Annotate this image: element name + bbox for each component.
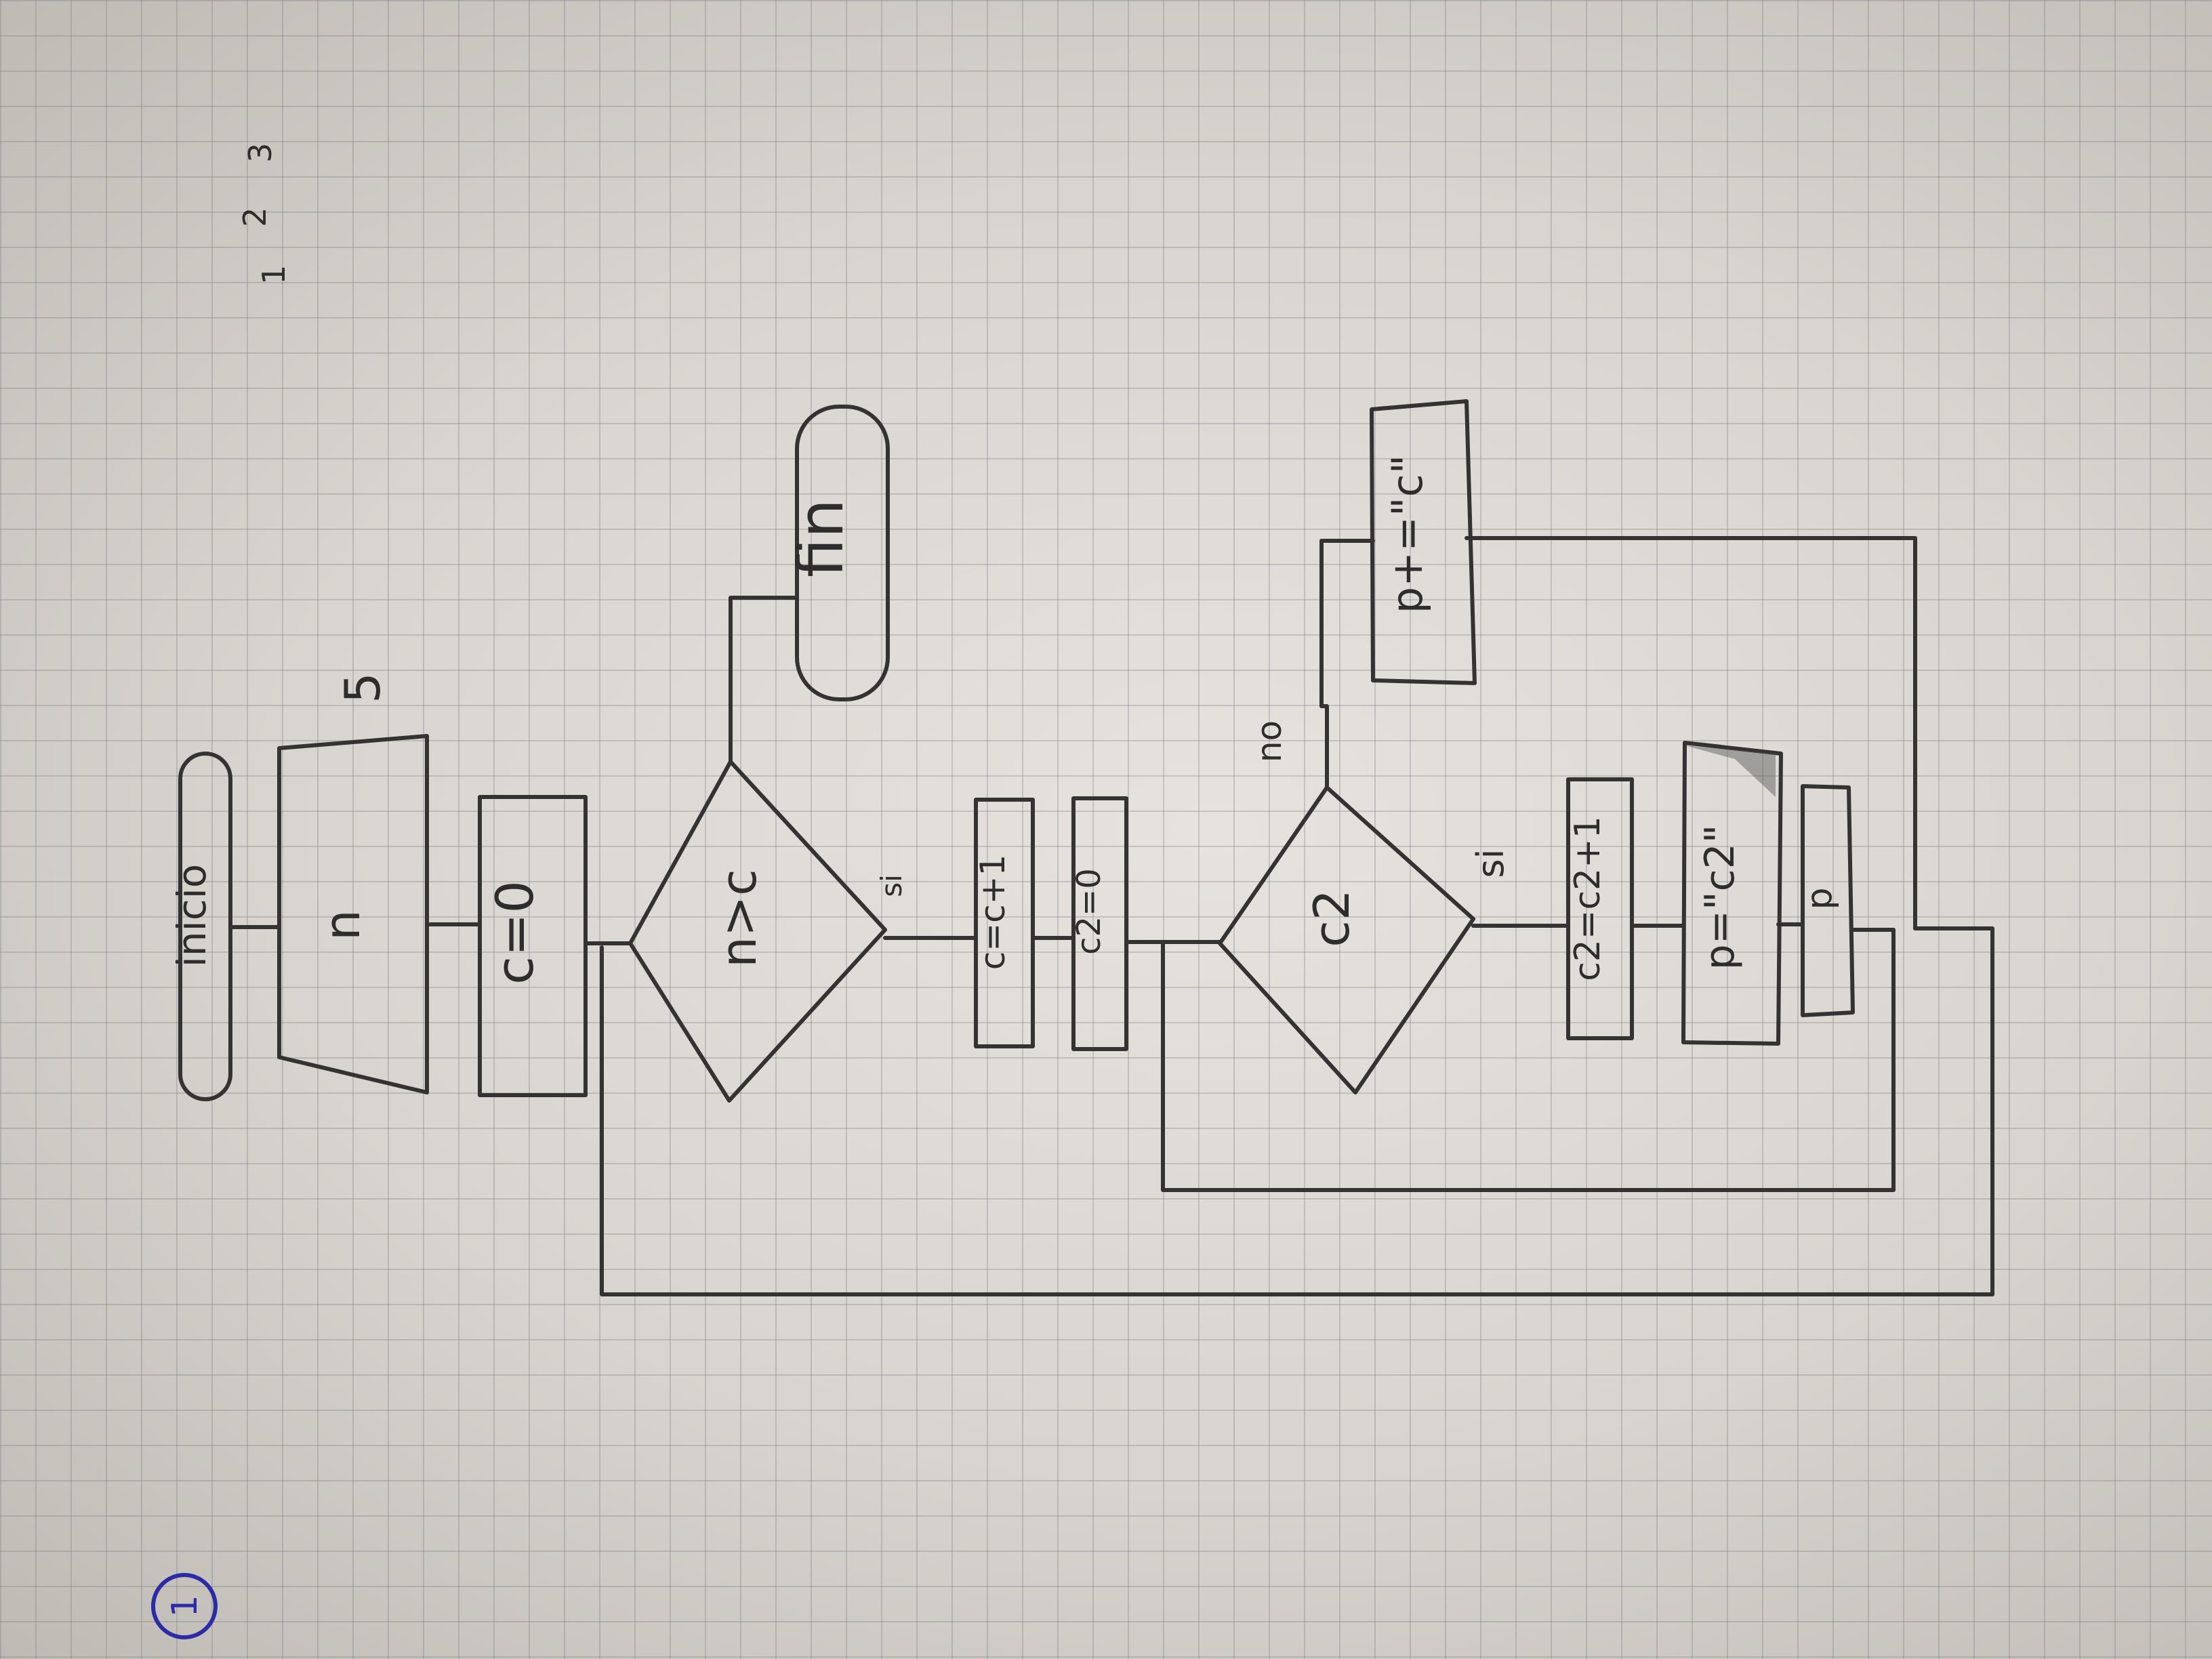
output-c2-node: p="c2": [1681, 741, 1783, 1046]
corner-note: 1 2 3: [237, 143, 292, 285]
fin-label: fin: [785, 499, 857, 577]
input-n-note: 5: [334, 672, 391, 703]
decision-c2-shape: [1218, 785, 1475, 1094]
output-c2-label: p="c2": [1696, 825, 1744, 970]
fin-terminal: fin: [785, 405, 890, 701]
input-n-shape: [277, 734, 429, 1094]
increment-c-node: c=c+1: [973, 798, 1035, 1048]
inicio-label: inicio: [169, 864, 215, 967]
decision-main-yes-label: si: [875, 874, 908, 897]
corner-note-3: 3: [242, 143, 279, 163]
reset-c2-label: c2=0: [1070, 868, 1108, 955]
output-p-shape: [1370, 399, 1477, 685]
decision-main-shape: [628, 760, 887, 1103]
fin-shape: [795, 405, 890, 701]
page-number-circle: [151, 1573, 218, 1639]
output-p-node: p+="c": [1370, 399, 1477, 685]
edge-outer-loop-return: [600, 926, 1994, 1296]
increment-c2-node: c2=c2+1: [1566, 777, 1634, 1040]
assign-p-node: p: [1799, 784, 1855, 1017]
edge-output-p-join: [1465, 536, 1917, 930]
output-c2-shape: [1681, 741, 1783, 1046]
increment-c2-shape: [1566, 777, 1634, 1040]
increment-c-label: c=c+1: [973, 855, 1012, 970]
input-n-label: n: [314, 909, 371, 941]
reset-c2-shape: [1071, 796, 1128, 1051]
output-p-label: p+="c": [1382, 455, 1432, 613]
decision-c2-no-label: no: [1250, 720, 1289, 762]
decision-c2-yes-label: si: [1469, 848, 1512, 878]
inicio-terminal: inicio: [169, 752, 232, 1101]
increment-c-shape: [974, 798, 1035, 1048]
reset-c2-node: c2=0: [1070, 796, 1128, 1051]
output-c2-shading: [1685, 745, 1776, 797]
page-number-marker: 1: [151, 1573, 218, 1639]
increment-c2-label: c2=c2+1: [1568, 816, 1608, 981]
decision-c2-label: c2: [1303, 889, 1360, 947]
decision-c2-node: c2 no si: [1218, 720, 1512, 1094]
assign-p-label: p: [1799, 887, 1840, 909]
corner-note-1: 1: [255, 265, 292, 285]
page-number: 1: [165, 1595, 205, 1617]
corner-note-2: 2: [237, 207, 273, 227]
edge-inner-loop-return: [1161, 928, 1896, 1192]
assign-c-label: c=0: [485, 880, 545, 985]
decision-main-label: n>c: [710, 869, 767, 968]
input-n-node: n 5: [277, 672, 429, 1094]
assign-c-node: c=0: [478, 795, 588, 1097]
decision-main-node: n>c si: [628, 760, 908, 1103]
edge-decision-fin: [729, 596, 799, 764]
assign-p-shape: [1801, 784, 1855, 1017]
edge-c2-no-output: [1319, 539, 1375, 790]
assign-c-shape: [478, 795, 588, 1097]
